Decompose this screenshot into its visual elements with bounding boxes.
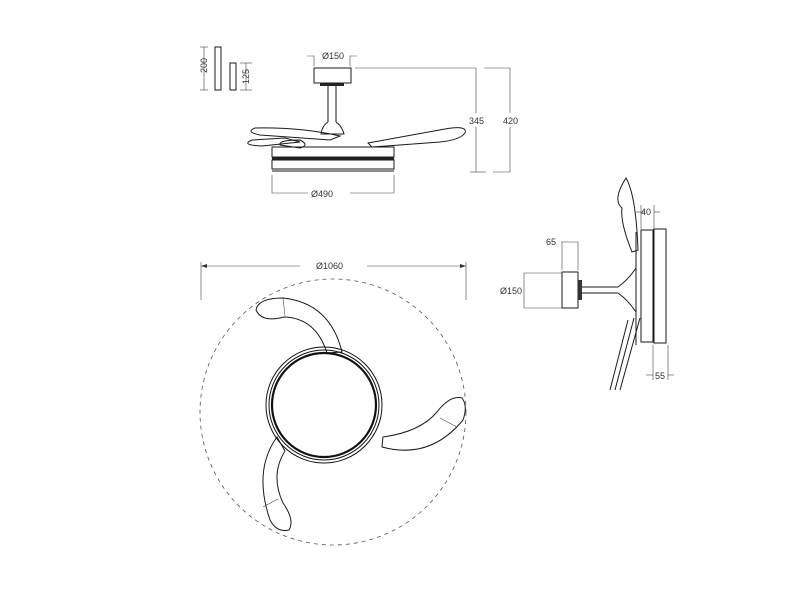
blade-span-label: Ø1060: [316, 261, 343, 271]
side-view: 65 Ø150 40 55: [500, 177, 674, 391]
body-diameter-label: Ø490: [311, 189, 333, 199]
light-depth-label: 40: [641, 207, 651, 217]
height-345-label: 345: [469, 116, 484, 126]
top-view: Ø1060: [199, 261, 467, 546]
canopy-diameter-label: Ø150: [322, 51, 344, 61]
height-420-label: 420: [503, 116, 518, 126]
downrod-options: 200 125: [199, 46, 252, 91]
downrod-short-label: 125: [241, 69, 251, 84]
side-canopy-diameter-label: Ø150: [500, 286, 522, 296]
body-depth-label: 55: [655, 371, 665, 381]
downrod-long-label: 200: [199, 58, 209, 73]
front-view: Ø150 Ø490 345 420: [247, 51, 518, 199]
canopy-depth-label: 65: [546, 237, 556, 247]
